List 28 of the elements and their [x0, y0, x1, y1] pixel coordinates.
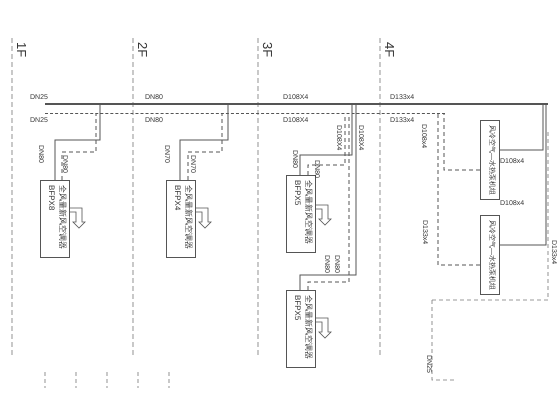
- pipe-line: [180, 104, 228, 180]
- heat-pump-box: [480, 215, 500, 295]
- floor-label: 2F: [136, 42, 149, 58]
- pipe-line: [188, 114, 222, 180]
- unit-name: 全风量新风空调器: [304, 295, 312, 359]
- unit-code: BFPX5: [293, 180, 301, 206]
- heat-pump-box: [480, 120, 500, 200]
- pipe-line: [62, 114, 96, 180]
- air-handling-unit-box: [286, 175, 316, 253]
- unit-name: 全风量新风空调器: [58, 185, 66, 249]
- air-handling-unit-box: [166, 180, 196, 258]
- pipe-line: [500, 104, 546, 246]
- pipe-line: [444, 114, 480, 170]
- unit-name: 全风量新风空调器: [304, 180, 312, 244]
- pipe-line: [500, 104, 544, 150]
- unit-code: BFPX5: [293, 295, 301, 320]
- unit-code: BFPX8: [47, 185, 55, 210]
- floor-label: 4F: [383, 42, 396, 58]
- pipe-line: [54, 104, 100, 180]
- pipe-line: [438, 114, 480, 266]
- floor-label: 1F: [15, 42, 28, 58]
- pipe-line: [300, 104, 352, 176]
- air-handling-unit-box: [40, 180, 70, 258]
- air-handling-unit-box: [286, 290, 316, 368]
- unit-code: BFPX4: [173, 185, 181, 210]
- floor-label: 3F: [261, 42, 274, 58]
- unit-name: 全风量新风空调器: [184, 185, 192, 249]
- pipe-line: [300, 104, 356, 290]
